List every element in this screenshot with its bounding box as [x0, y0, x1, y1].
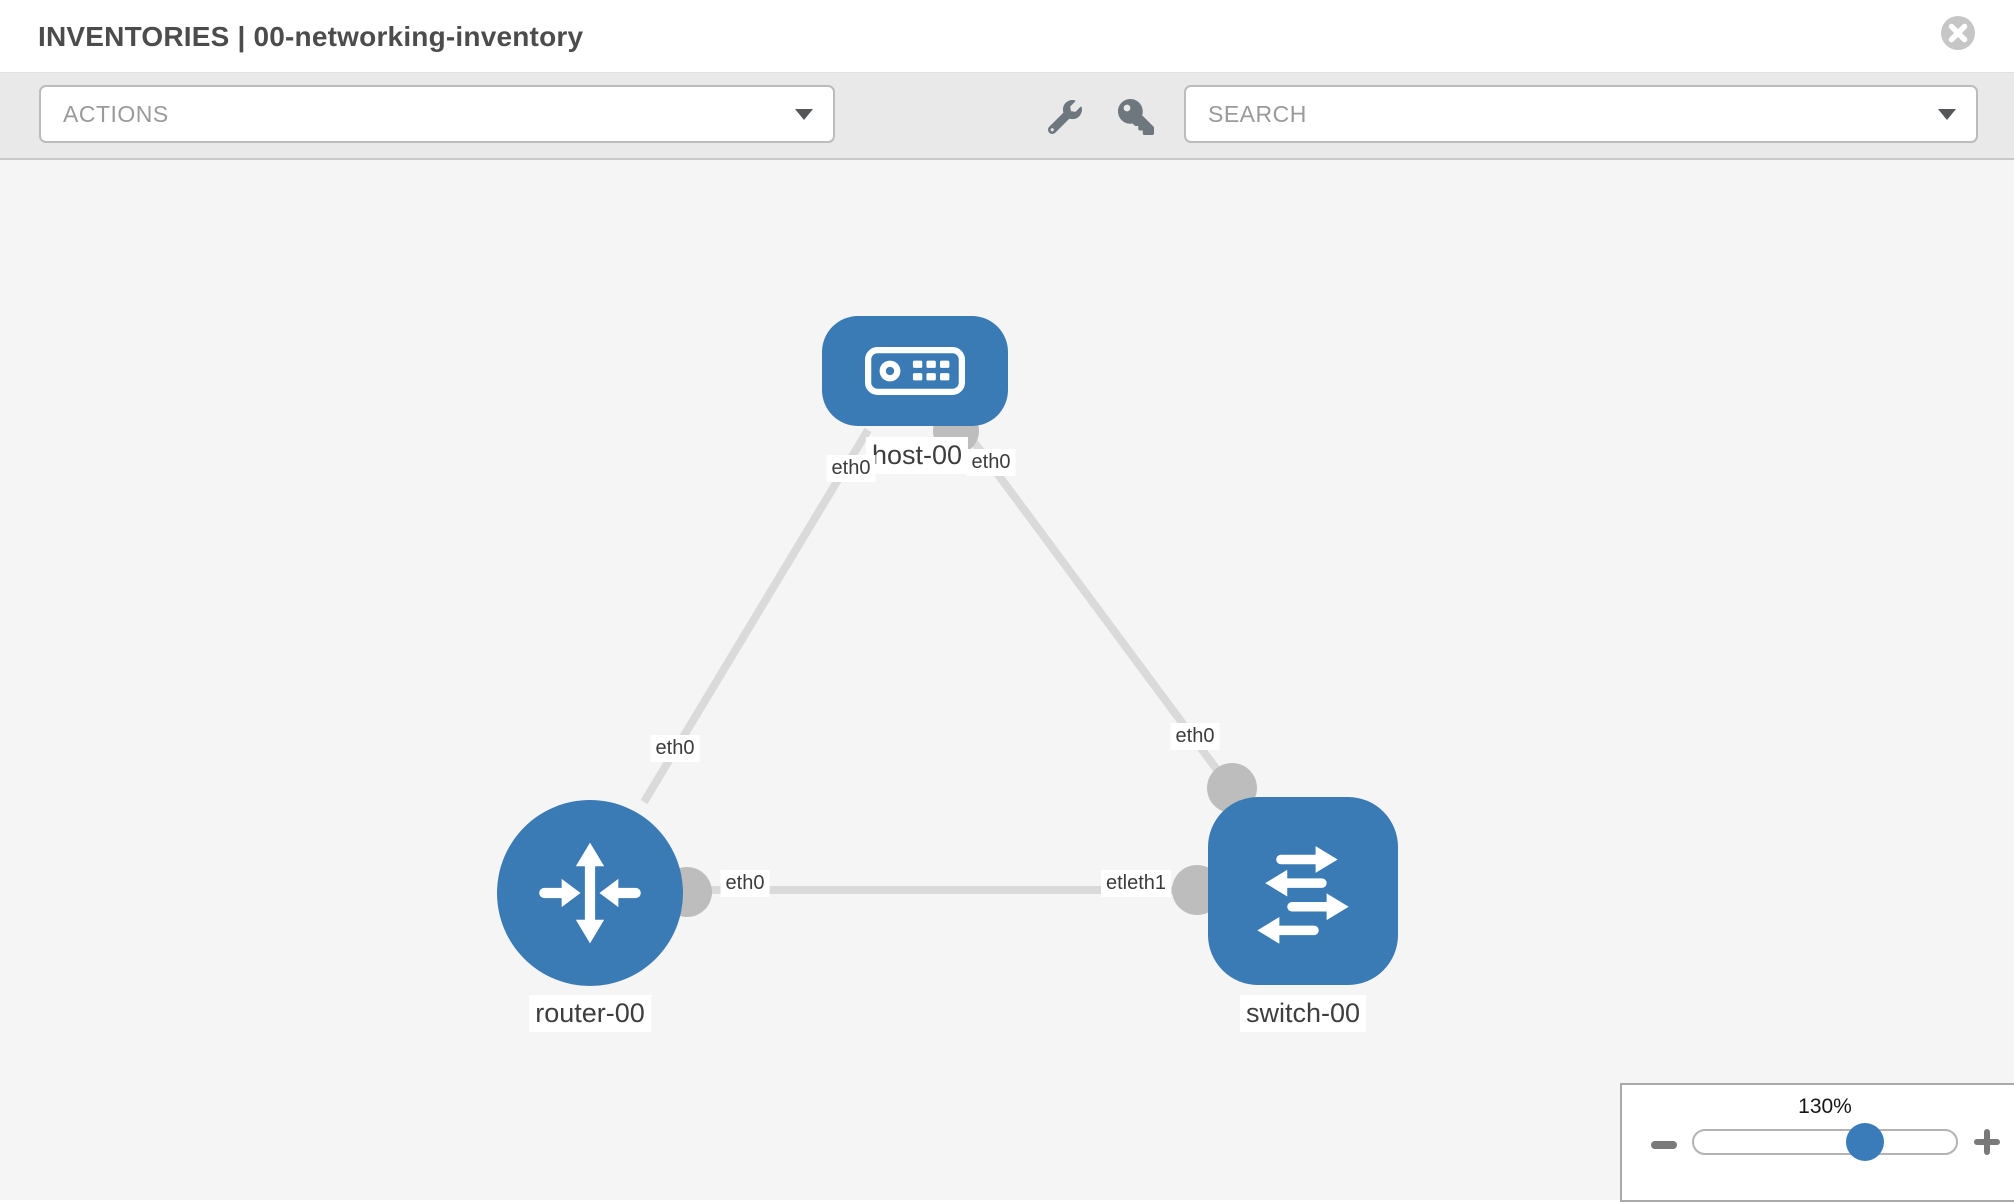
- host-device-icon: [865, 347, 965, 395]
- node-label-router-00: router-00: [529, 995, 651, 1032]
- node-router-00[interactable]: [497, 800, 683, 986]
- page-title: INVENTORIES | 00-networking-inventory: [38, 21, 584, 52]
- node-host-00[interactable]: [822, 316, 1008, 426]
- zoom-control-panel: 130%: [1620, 1083, 2014, 1202]
- zoom-slider-track[interactable]: [1692, 1123, 1958, 1161]
- configure-button[interactable]: [1043, 95, 1087, 139]
- header: INVENTORIES | 00-networking-inventory: [0, 0, 2014, 73]
- node-label-host-00: host-00: [865, 437, 969, 474]
- minus-icon: [1651, 1141, 1677, 1149]
- plus-icon: [1974, 1129, 2000, 1155]
- interface-label: eth0: [966, 449, 1016, 476]
- node-switch-00[interactable]: [1208, 797, 1398, 985]
- router-device-icon: [539, 842, 641, 944]
- wrench-icon: [1048, 100, 1082, 134]
- topology-canvas[interactable]: [0, 158, 2014, 1200]
- credentials-button[interactable]: [1114, 95, 1158, 139]
- interface-label: eth0: [1170, 723, 1220, 750]
- actions-dropdown-value: ACTIONS: [63, 100, 169, 127]
- caret-down-icon: [1938, 108, 1956, 120]
- switch-device-icon: [1257, 846, 1349, 944]
- key-icon: [1118, 99, 1154, 135]
- interface-label: eth0: [826, 455, 876, 482]
- close-button[interactable]: [1940, 15, 1976, 51]
- zoom-in-button[interactable]: [1974, 1129, 2000, 1158]
- interface-label: eth0: [650, 735, 700, 762]
- search-dropdown-value: SEARCH: [1208, 100, 1307, 127]
- search-dropdown[interactable]: SEARCH: [1184, 85, 1978, 143]
- zoom-slider-thumb[interactable]: [1846, 1123, 1884, 1161]
- interface-label: eth0: [720, 870, 770, 897]
- actions-dropdown[interactable]: ACTIONS: [39, 85, 835, 143]
- toolbar: ACTIONS SEARCH: [0, 73, 2014, 160]
- zoom-out-button[interactable]: [1651, 1137, 1677, 1152]
- node-label-switch-00: switch-00: [1239, 995, 1367, 1032]
- close-circle-icon: [1941, 16, 1975, 50]
- zoom-level: 130%: [1798, 1095, 1852, 1118]
- caret-down-icon: [795, 108, 813, 120]
- interface-label-overlapped: etleth1: [1100, 870, 1172, 897]
